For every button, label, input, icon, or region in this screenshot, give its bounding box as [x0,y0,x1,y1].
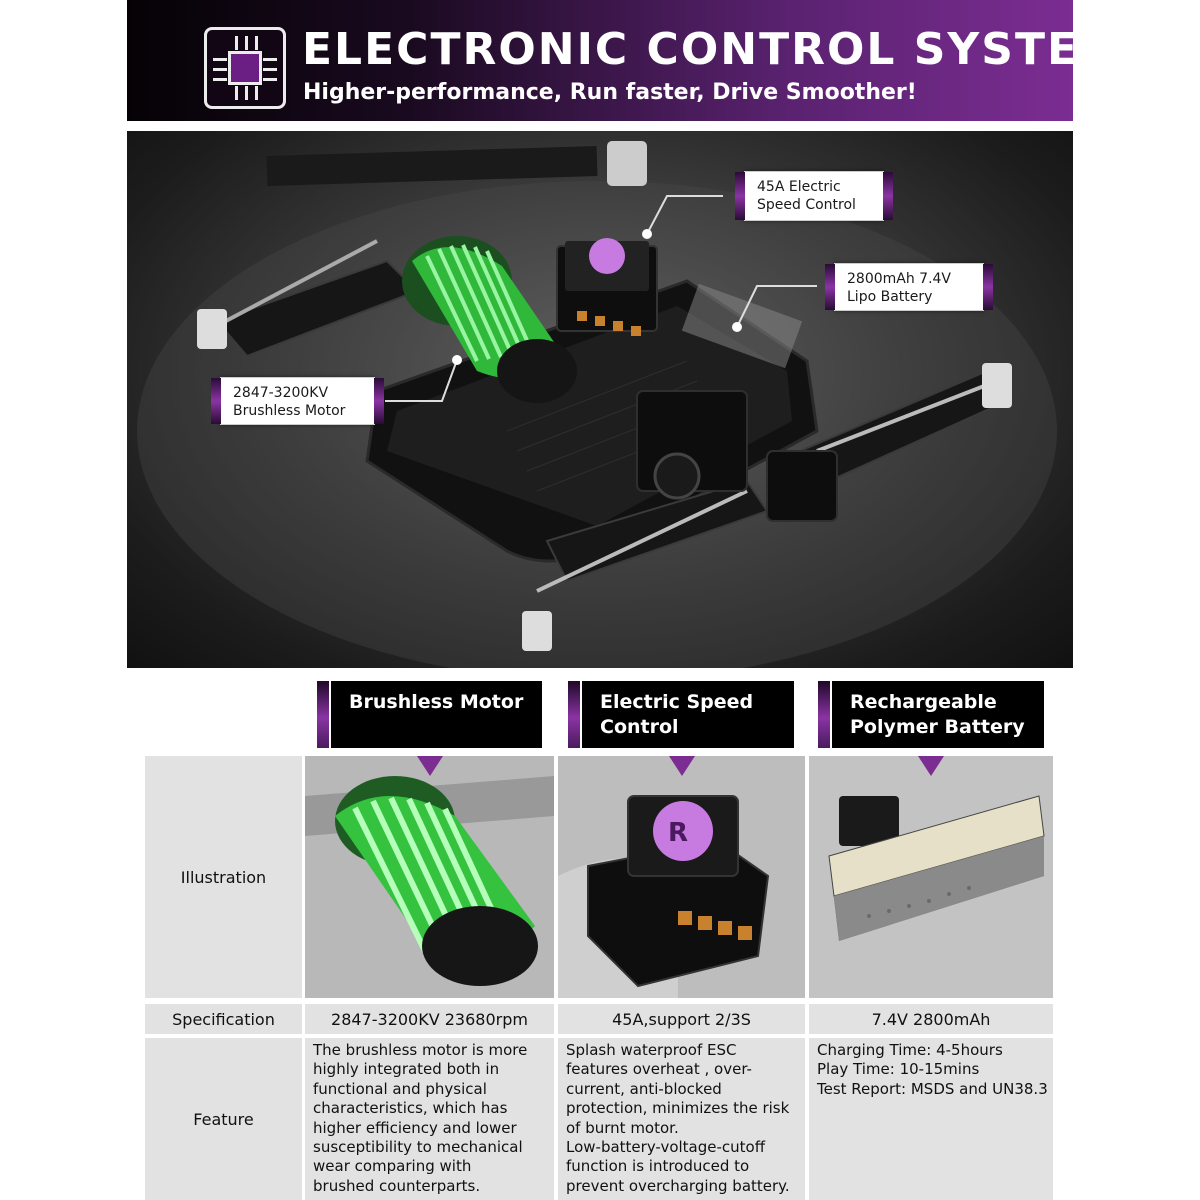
chassis-hero-image: 45A Electric Speed Control 2800mAh 7.4V … [127,131,1073,668]
illustration-motor [305,756,554,998]
chip-icon [204,27,286,109]
feature-motor: The brushless motor is more highly integ… [305,1038,554,1200]
spec-battery: 7.4V 2800mAh [809,1004,1053,1034]
callout-battery: 2800mAh 7.4V Lipo Battery [825,263,993,311]
feature-esc: Splash waterproof ESC features overheat … [558,1038,805,1200]
feature-battery: Charging Time: 4-5hours Play Time: 10-15… [809,1038,1053,1200]
illustration-battery [809,756,1053,998]
callout-esc: 45A Electric Speed Control [735,171,893,221]
illustration-esc: R [558,756,805,998]
header-banner: ELECTRONIC CONTROL SYSTEM Higher-perform… [127,0,1073,121]
svg-text:R: R [668,818,688,848]
row-label-feature: Feature [145,1038,302,1200]
row-label-illustration: Illustration [145,756,302,998]
callout-motor: 2847-3200KV Brushless Motor [211,377,384,425]
component-header-esc: Electric Speed Control [568,681,794,748]
motor-illustration [402,236,577,403]
spec-motor: 2847-3200KV 23680rpm [305,1004,554,1034]
page-title: ELECTRONIC CONTROL SYSTEM [302,24,1073,75]
component-header-motor: Brushless Motor [317,681,542,748]
page-subtitle: Higher-performance, Run faster, Drive Sm… [303,80,917,105]
row-label-specification: Specification [145,1004,302,1034]
spec-esc: 45A,support 2/3S [558,1004,805,1034]
component-header-battery: Rechargeable Polymer Battery [818,681,1044,748]
esc-illustration [556,238,658,336]
